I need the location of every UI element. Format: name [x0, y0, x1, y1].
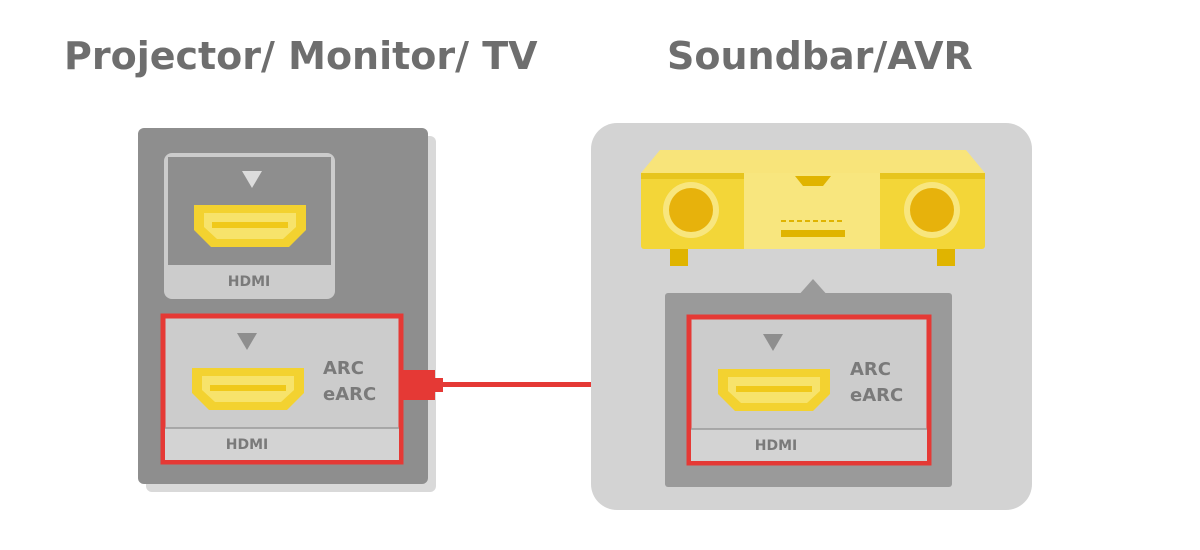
hdmi-port-label: HDMI [755, 438, 797, 454]
down-arrow-icon [763, 334, 783, 351]
earc-label: eARC [323, 384, 376, 405]
earc-label: eARC [850, 385, 903, 406]
arc-port-label-bar [691, 429, 927, 461]
down-arrow-icon [242, 171, 262, 188]
port-label-bar [168, 265, 331, 295]
hdmi-port-label: HDMI [228, 274, 270, 290]
cable-plug-left [401, 370, 435, 400]
up-arrow-icon [797, 279, 829, 297]
hdmi-arc-port-right: ARC eARC HDMI [665, 279, 952, 487]
arc-port-label-bar [165, 428, 399, 460]
hdmi-port-label: HDMI [226, 437, 268, 453]
hdmi-connector-icon [194, 205, 306, 247]
hdmi-connector-icon [718, 369, 830, 411]
hdmi-port-standard: HDMI [164, 153, 335, 299]
soundbar-icon [641, 150, 985, 266]
cable-wire [441, 382, 657, 387]
cable-boot-left [433, 378, 443, 392]
hdmi-connector-icon [192, 368, 304, 410]
arc-label: ARC [323, 358, 364, 379]
projector-monitor-tv-title: Projector/ Monitor/ TV [64, 34, 538, 78]
soundbar-avr-title: Soundbar/AVR [667, 34, 973, 78]
hdmi-arc-port-left: ARC eARC HDMI [160, 313, 404, 465]
arc-label: ARC [850, 359, 891, 380]
down-arrow-icon [237, 333, 257, 350]
